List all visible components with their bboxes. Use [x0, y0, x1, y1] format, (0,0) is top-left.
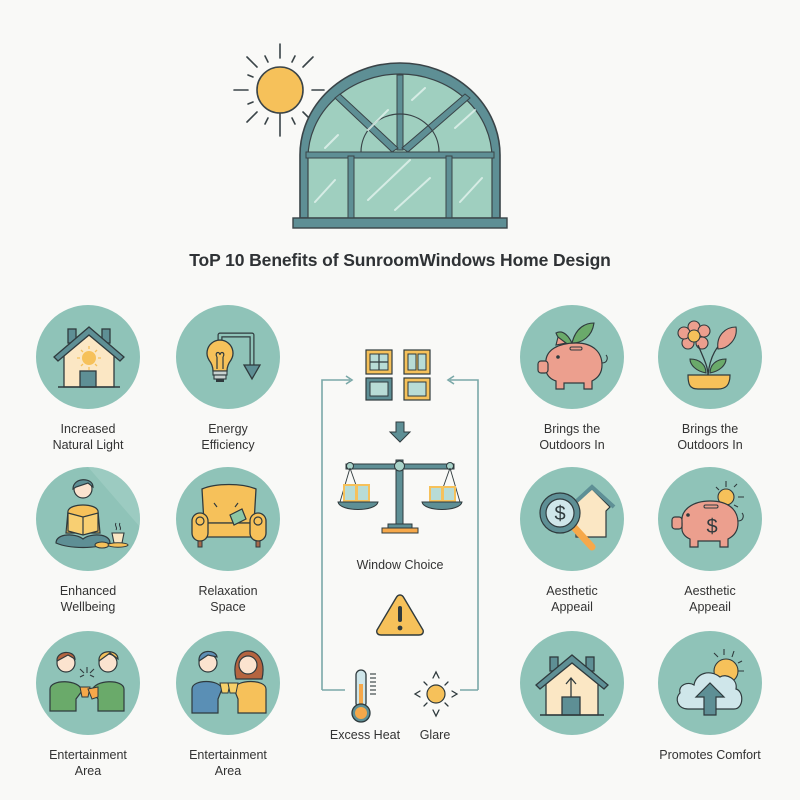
benefit-label: Enhanced Wellbeing: [59, 584, 117, 614]
benefit-label: Brings the Outdoors In: [539, 422, 605, 452]
benefit-enhanced-wellbeing: Enhanced Wellbeing: [18, 467, 158, 615]
benefit-house-up-arrow: [502, 631, 642, 747]
piggy-bank-dollar-sun-icon: $: [658, 467, 762, 571]
thermometer-icon: [351, 669, 376, 723]
svg-text:$: $: [554, 503, 565, 525]
window-choice-label: Window Choice: [356, 558, 444, 572]
benefit-label: Entertainment Area: [49, 748, 127, 778]
couple-toasting-icon: [176, 631, 280, 735]
glare-sun-icon: [413, 670, 459, 718]
magnifier-dollar-house-icon: $: [520, 467, 624, 571]
balance-scale-icon: [337, 459, 463, 534]
benefit-energy-efficiency: Energy Efficiency: [158, 305, 298, 453]
flow-connectors: [321, 375, 479, 691]
benefit-label: Increased Natural Light: [52, 422, 124, 452]
benefit-label: Promotes Comfort: [659, 748, 761, 762]
benefit-increased-natural-light: Increased Natural Light: [18, 305, 158, 453]
benefit-label: Energy Efficiency: [201, 422, 255, 452]
benefit-brings-outdoors-in-1: Brings the Outdoors In: [502, 305, 642, 453]
svg-text:$: $: [706, 516, 717, 538]
benefit-promotes-comfort: Promotes Comfort: [640, 631, 780, 763]
benefit-relaxation-space: Relaxation Space: [158, 467, 298, 615]
piggy-bank-with-leaf-icon: [520, 305, 624, 409]
warning-icon: [376, 594, 424, 636]
benefit-aesthetic-appeal-1: $ Aesthetic Appeail: [502, 467, 642, 615]
arched-sunroom-window-with-sun-icon: [233, 43, 508, 229]
benefit-aesthetic-appeal-2: $ Aesthetic Appeail: [640, 467, 780, 615]
benefit-entertainment-area-2: Entertainment Area: [158, 631, 298, 779]
flower-pot-icon: [658, 305, 762, 409]
house-with-sun-icon: [36, 305, 140, 409]
house-up-arrow-icon: [520, 631, 624, 735]
benefit-brings-outdoors-in-2: Brings the Outdoors In: [640, 305, 780, 453]
person-reading-meditating-icon: [36, 467, 140, 571]
lightbulb-down-arrow-icon: [176, 305, 280, 409]
down-arrow-icon: [388, 421, 412, 443]
two-men-toasting-icon: [36, 631, 140, 735]
armchair-icon: [176, 467, 280, 571]
window-types-grid-icon: [365, 349, 431, 401]
glare-label: Glare: [419, 728, 451, 742]
cloud-upload-sun-icon: [658, 631, 762, 735]
benefit-label: Relaxation Space: [198, 584, 258, 614]
benefit-label: Entertainment Area: [189, 748, 267, 778]
benefit-label: Brings the Outdoors In: [677, 422, 743, 452]
page-title: ToP 10 Benefits of SunroomWindows Home D…: [189, 250, 611, 270]
benefit-label: Aesthetic Appeail: [546, 584, 598, 614]
benefit-label: Aesthetic Appeail: [684, 584, 736, 614]
excess-heat-label: Excess Heat: [329, 728, 401, 742]
benefit-entertainment-area-1: Entertainment Area: [18, 631, 158, 779]
